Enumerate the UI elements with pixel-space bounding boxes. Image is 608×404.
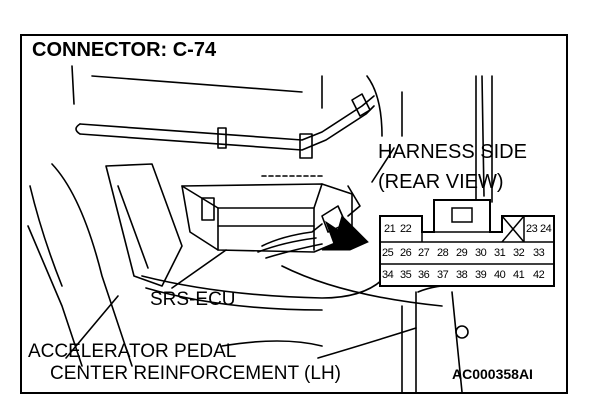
pin-number: 32 (513, 247, 525, 259)
pin-number: 39 (475, 269, 487, 281)
pin-number: 35 (400, 269, 412, 281)
pin-number: 31 (494, 247, 506, 259)
pin-number: 27 (418, 247, 430, 259)
diagram-frame: CONNECTOR: C-74 HARNESS SIDE (REAR VIEW)… (20, 34, 568, 394)
pin-number: 42 (533, 269, 545, 281)
pin-number: 33 (533, 247, 545, 259)
pin-number: 24 (540, 223, 552, 235)
vehicle-illustration (27, 65, 555, 392)
harness-side-label: HARNESS SIDE (378, 141, 527, 163)
pin-number: 26 (400, 247, 412, 259)
pin-number: 30 (475, 247, 487, 259)
accelerator-pedal-label: ACCELERATOR PEDAL (28, 341, 237, 362)
pin-number: 37 (437, 269, 449, 281)
pin-number: 25 (382, 247, 394, 259)
pin-number: 29 (456, 247, 468, 259)
rear-view-label: (REAR VIEW) (378, 171, 504, 193)
pin-number: 36 (418, 269, 430, 281)
pin-number: 21 (384, 223, 396, 235)
pin-number: 28 (437, 247, 449, 259)
center-reinforcement-label: CENTER REINFORCEMENT (LH) (50, 363, 341, 384)
pin-number: 22 (400, 223, 412, 235)
pin-number: 23 (526, 223, 538, 235)
pin-number: 41 (513, 269, 525, 281)
pin-number: 34 (382, 269, 394, 281)
arrow-icon (321, 215, 369, 251)
connector-title: CONNECTOR: C-74 (32, 39, 217, 61)
pin-number: 40 (494, 269, 506, 281)
pin-number: 38 (456, 269, 468, 281)
srs-ecu-label: SRS-ECU (150, 289, 236, 310)
figure-code: AC000358AI (452, 366, 533, 382)
